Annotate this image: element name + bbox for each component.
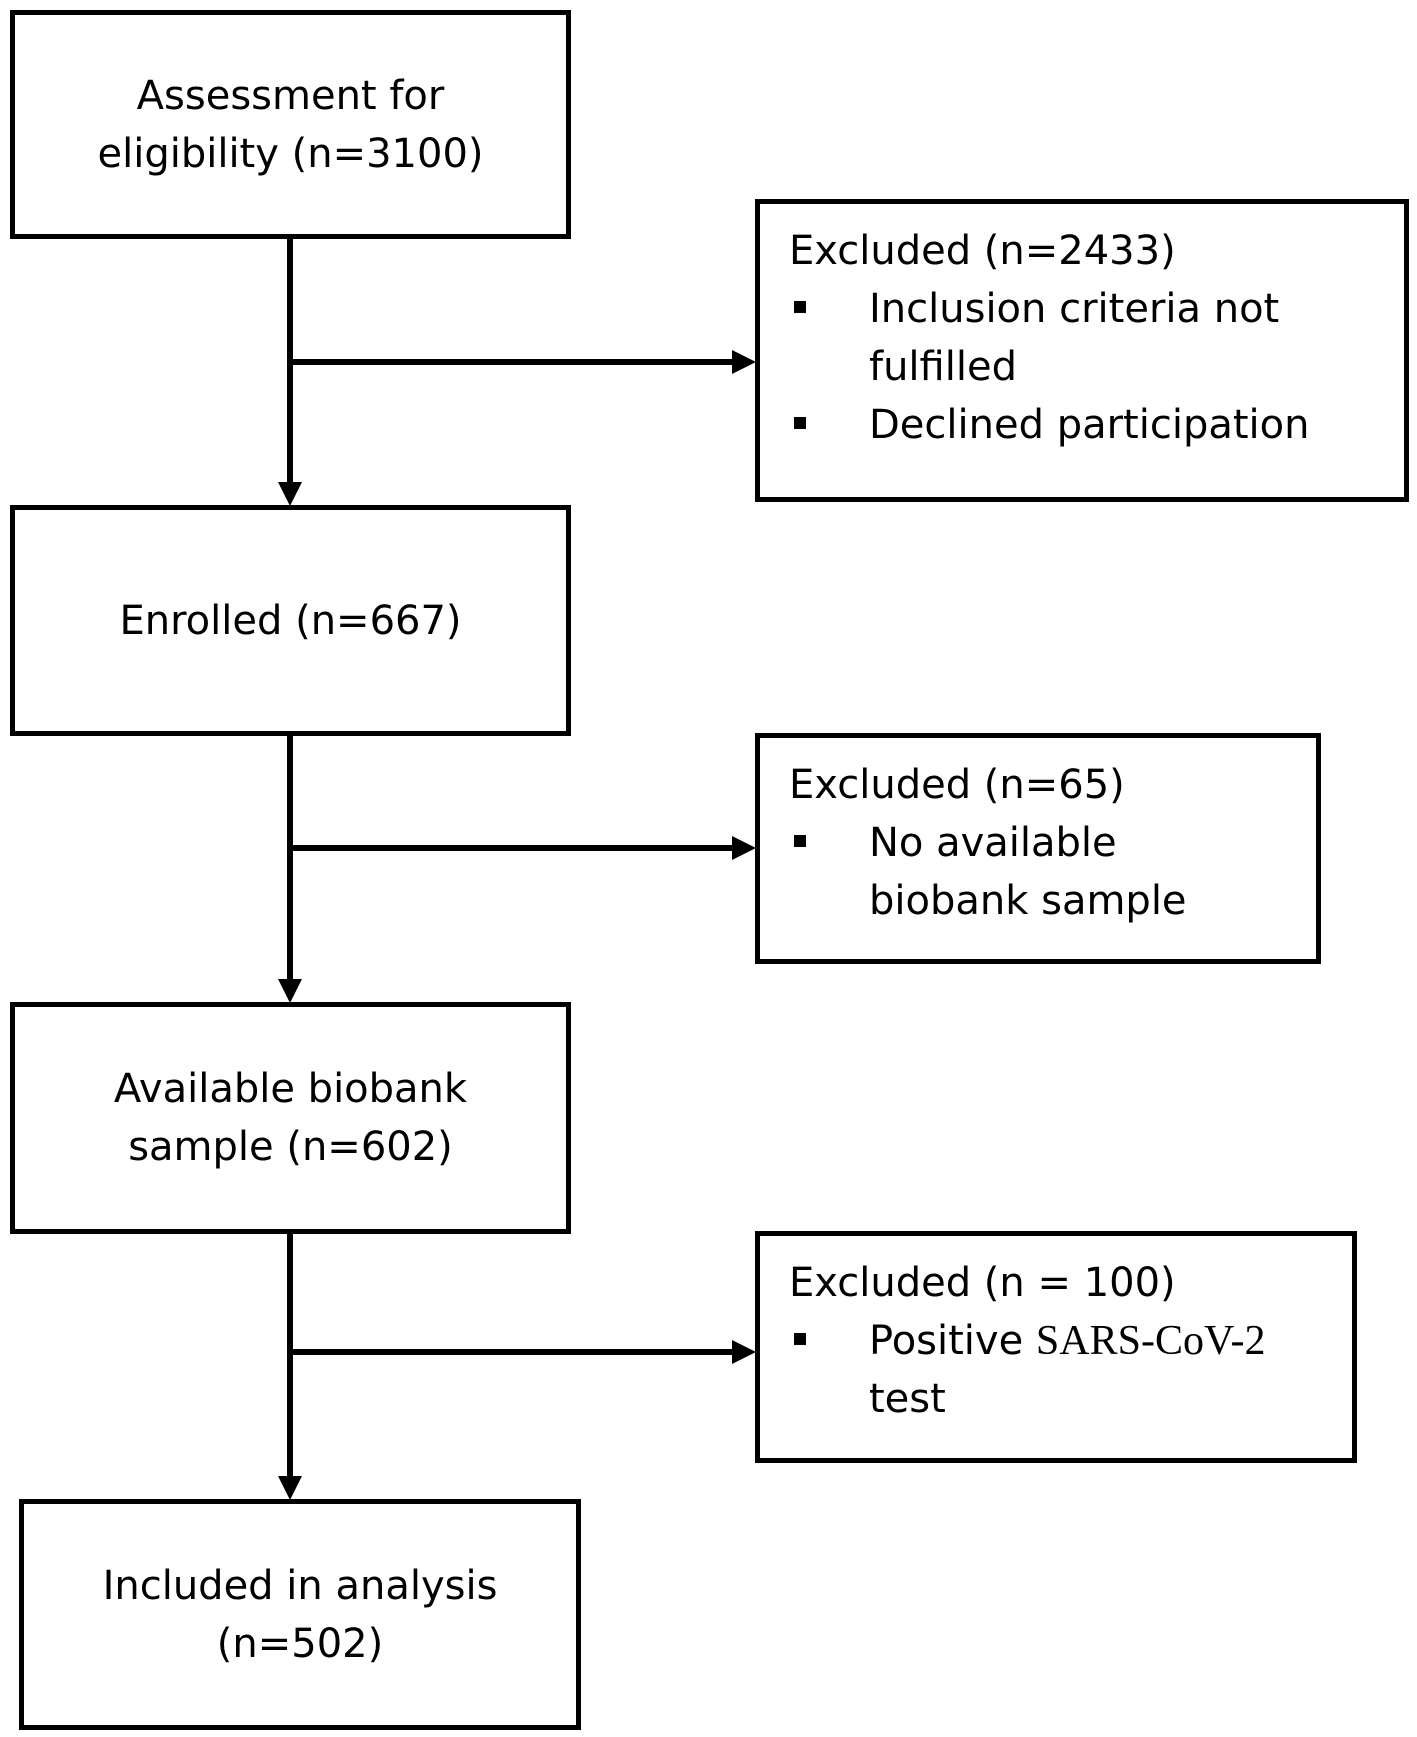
exclusion-box-1: Excluded (n=2433) Inclusion criteria not… bbox=[755, 199, 1409, 502]
assessment-line2: eligibility (n=3100) bbox=[97, 130, 484, 177]
exclusion-1-item-2: Declined participation bbox=[789, 396, 1384, 454]
available-line2: sample (n=602) bbox=[128, 1124, 453, 1170]
exclusion-2-item-1-line2: biobank sample bbox=[869, 878, 1187, 924]
bullet-icon bbox=[794, 301, 806, 313]
assessment-line1: Assessment for bbox=[136, 72, 445, 119]
exclusion-3-item-1: Positive SARS-CoV-2 test bbox=[789, 1312, 1332, 1428]
exclusion-1-item-2-text: Declined participation bbox=[869, 402, 1310, 448]
exclusion-2-header: Excluded (n=65) bbox=[789, 762, 1125, 808]
exclusion-1-header: Excluded (n=2433) bbox=[789, 228, 1176, 274]
enrolled-line1: Enrolled (n=667) bbox=[119, 597, 462, 644]
exclusion-3-item-1-line2: test bbox=[869, 1376, 946, 1422]
enrolled-box: Enrolled (n=667) bbox=[10, 505, 571, 736]
bullet-icon bbox=[794, 417, 806, 429]
arrowhead-exclusion-1 bbox=[732, 350, 756, 374]
assessment-box: Assessment for eligibility (n=3100) bbox=[10, 10, 571, 239]
exclusion-2-item-1-line1: No available bbox=[869, 820, 1117, 866]
exclusion-box-2: Excluded (n=65) No available biobank sam… bbox=[755, 733, 1321, 964]
exclusion-3-item-1-virus: SARS-CoV-2 bbox=[1035, 1318, 1266, 1364]
available-sample-box: Available biobank sample (n=602) bbox=[10, 1002, 571, 1234]
bullet-icon bbox=[794, 835, 806, 847]
arrowhead-enrolled bbox=[278, 482, 302, 506]
exclusion-box-3: Excluded (n = 100) Positive SARS-CoV-2 t… bbox=[755, 1231, 1357, 1463]
exclusion-2-item-1: No available biobank sample bbox=[789, 814, 1296, 930]
exclusion-3-list: Positive SARS-CoV-2 test bbox=[789, 1312, 1332, 1428]
bullet-icon bbox=[794, 1333, 806, 1345]
exclusion-1-list: Inclusion criteria not fulfilled Decline… bbox=[789, 280, 1384, 454]
included-line1: Included in analysis bbox=[102, 1562, 498, 1609]
exclusion-1-item-1-line1: Inclusion criteria not bbox=[869, 286, 1280, 332]
arrowhead-available bbox=[278, 979, 302, 1003]
exclusion-3-item-1-prefix: Positive bbox=[869, 1318, 1036, 1364]
exclusion-1-item-1-line2: fulfilled bbox=[869, 344, 1017, 390]
arrowhead-included bbox=[278, 1476, 302, 1500]
included-line2: (n=502) bbox=[216, 1620, 384, 1667]
arrowhead-exclusion-2 bbox=[732, 836, 756, 860]
available-line1: Available biobank bbox=[113, 1066, 468, 1112]
exclusion-1-item-1: Inclusion criteria not fulfilled bbox=[789, 280, 1384, 396]
exclusion-2-list: No available biobank sample bbox=[789, 814, 1296, 930]
exclusion-3-header: Excluded (n = 100) bbox=[789, 1260, 1176, 1306]
arrowhead-exclusion-3 bbox=[732, 1340, 756, 1364]
included-analysis-box: Included in analysis (n=502) bbox=[19, 1499, 581, 1730]
